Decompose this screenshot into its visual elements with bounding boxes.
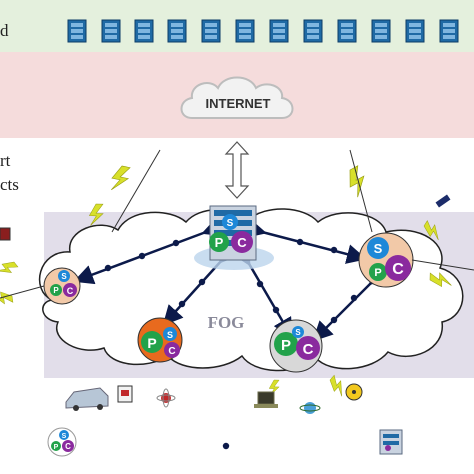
svg-text:C: C xyxy=(67,286,74,296)
svg-text:C: C xyxy=(237,235,247,250)
cloud-server-icon xyxy=(201,19,221,43)
cloud-server-icon xyxy=(167,19,187,43)
link-dots xyxy=(104,238,358,450)
svg-text:S: S xyxy=(167,330,173,340)
wireless-lines xyxy=(0,149,474,299)
cloud-server-icon xyxy=(439,19,459,43)
fog-node-right: S P C xyxy=(358,232,414,288)
service-s-badge xyxy=(222,214,238,230)
svg-text:P: P xyxy=(54,444,59,451)
svg-text:C: C xyxy=(392,261,404,278)
satellite-icon xyxy=(435,194,451,208)
svg-text:P: P xyxy=(215,235,224,250)
fog-node-bottom-left: P S C xyxy=(137,317,183,363)
left-label-line-1: rt xyxy=(0,151,11,170)
svg-text:S: S xyxy=(62,433,67,440)
internet-cloud-icon: INTERNET xyxy=(180,76,294,119)
link-central-bottom-right xyxy=(231,244,293,339)
lightning-icon xyxy=(0,259,20,278)
service-p-badge xyxy=(209,232,229,252)
car-icon xyxy=(65,387,109,411)
link-right-bottom-right xyxy=(312,264,390,342)
left-label-line-2: cts xyxy=(0,175,19,194)
cloud-server-icon xyxy=(101,19,121,43)
cloud-server-row xyxy=(67,19,459,43)
fog-label: FOG xyxy=(208,313,245,332)
edge-server-icon xyxy=(379,429,403,455)
svg-text:C: C xyxy=(65,442,71,451)
router-icon xyxy=(117,385,133,403)
radiation-icon xyxy=(345,383,363,401)
svg-text:C: C xyxy=(303,341,314,358)
cloud-server-icon xyxy=(269,19,289,43)
lightning-icon xyxy=(346,164,368,199)
link-central-right xyxy=(244,218,367,264)
cloud-server-icon xyxy=(303,19,323,43)
device-box-icon xyxy=(0,227,11,241)
cloud-server-icon xyxy=(337,19,357,43)
service-c-badge xyxy=(231,231,253,253)
atom-icon xyxy=(156,388,176,408)
svg-text:S: S xyxy=(374,241,383,256)
central-fog-server: S P C xyxy=(194,205,274,270)
laptop-icon xyxy=(254,391,278,408)
svg-text:P: P xyxy=(147,335,156,351)
edge-service-node: S P C xyxy=(47,427,77,457)
cloud-tier-label: d xyxy=(0,21,9,40)
svg-text:C: C xyxy=(168,346,175,357)
edge-devices: S P C xyxy=(0,194,451,457)
fog-links xyxy=(73,217,390,342)
fog-node-left: S P C xyxy=(43,267,81,305)
svg-text:P: P xyxy=(374,267,381,279)
internet-label: INTERNET xyxy=(206,96,271,111)
cloud-server-icon xyxy=(405,19,425,43)
lightning-icon xyxy=(106,162,134,195)
cloud-server-icon xyxy=(235,19,255,43)
cloud-server-icon xyxy=(371,19,391,43)
svg-text:P: P xyxy=(281,337,291,354)
svg-text:S: S xyxy=(295,328,301,337)
globe-sensor-icon xyxy=(299,402,321,414)
cloud-server-icon xyxy=(134,19,154,43)
fog-node-bottom-right: P S C xyxy=(269,319,323,373)
svg-text:S: S xyxy=(227,218,234,229)
svg-text:S: S xyxy=(61,272,67,281)
link-central-bottom-left xyxy=(162,242,240,326)
cloud-server-icon xyxy=(67,19,87,43)
internet-fog-link-arrow xyxy=(224,141,250,199)
svg-text:P: P xyxy=(53,286,59,295)
